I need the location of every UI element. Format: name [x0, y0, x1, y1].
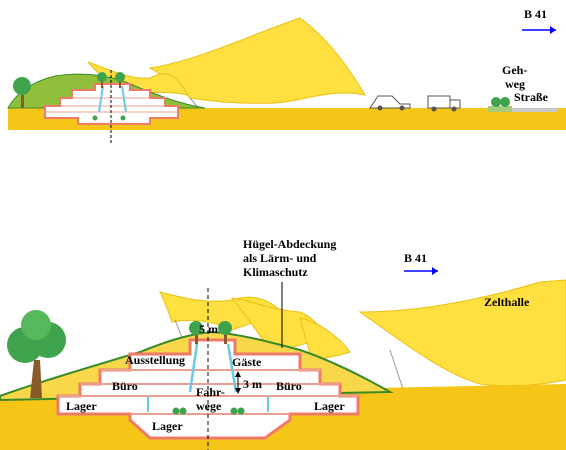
hill-cover-label-2: als Lärm- und — [243, 251, 317, 265]
driveways-label-1: Fahr- — [196, 385, 225, 399]
building-top — [44, 83, 179, 125]
driveways-label-2: wege — [196, 399, 222, 413]
road-top — [512, 108, 558, 112]
palm-icon — [218, 321, 232, 344]
palm-icon — [115, 72, 125, 88]
storage-left-label: Lager — [66, 399, 97, 413]
office-right-label: Büro — [276, 379, 302, 393]
tent-hall-canopy — [358, 279, 566, 387]
tree-icon — [491, 97, 510, 107]
hill-cover-label-1: Hügel-Abdeckung — [243, 237, 336, 251]
tent-canopy — [299, 317, 351, 361]
height-arrow-icon — [235, 371, 241, 394]
truck-icon — [427, 95, 461, 112]
office-left-label: Büro — [112, 379, 138, 393]
water-channel — [188, 343, 199, 393]
storage-right-label: Lager — [314, 399, 345, 413]
road-label-top: B 41 — [524, 7, 547, 21]
palm-icon — [97, 72, 107, 88]
sidewalk-label-1: Geh- — [502, 63, 527, 77]
sidewalk-label-2: weg — [505, 77, 525, 91]
plant-icon — [172, 407, 187, 415]
tent-hall-label: Zelthalle — [484, 295, 530, 309]
plant-icon — [230, 407, 245, 415]
palm-icon — [189, 321, 203, 344]
truck-icon — [369, 95, 411, 111]
water-channel — [226, 343, 238, 393]
height-mid-label: 3 m — [243, 377, 262, 391]
storage-bottom-label: Lager — [152, 419, 183, 433]
top-section: B 41 Geh- weg Straße — [7, 7, 566, 145]
arrow-right-icon — [522, 26, 556, 34]
street-label: Straße — [514, 90, 549, 104]
arrow-right-icon — [404, 267, 438, 275]
sidewalk-top — [488, 106, 512, 112]
hill-cover-label-3: Klimaschutz — [243, 265, 308, 279]
height-top-label: 5 m — [199, 322, 218, 336]
road-label-bottom: B 41 — [404, 251, 427, 265]
exhibition-label: Ausstellung — [125, 353, 185, 367]
guests-label: Gäste — [232, 355, 262, 369]
bottom-section: B 41 Hügel-Abdeckung als Lärm- und Klima… — [0, 237, 566, 450]
tree-icon — [13, 77, 31, 108]
tree-icon — [7, 310, 66, 398]
